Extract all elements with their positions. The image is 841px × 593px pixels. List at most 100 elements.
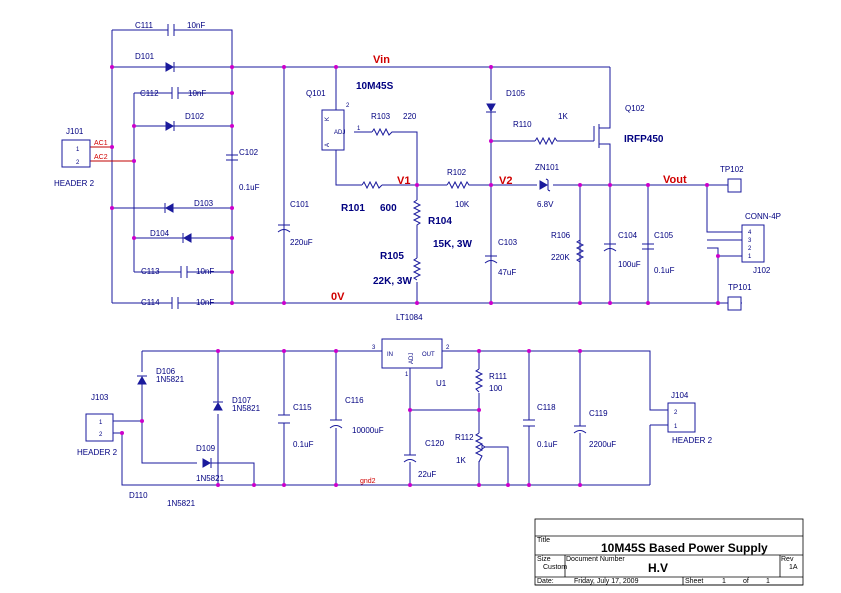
diode-d101 [165,62,175,72]
c114-ref: C114 [141,298,160,307]
c120-value: 22uF [418,470,436,479]
sheet-value: 1 [722,578,726,585]
q101-k: K [325,117,331,121]
capacitor-c118 [523,419,535,427]
connector-j101 [61,139,91,168]
c112-value: 10nF [188,89,206,98]
j104-pin2: 2 [674,410,678,416]
j101-pin1: 1 [76,147,80,153]
tp102-ref: TP102 [720,165,744,174]
regulator-q101 [321,109,345,151]
capacitor-c112 [171,87,179,99]
u1-pin1: 1 [405,372,409,378]
c115-value: 0.1uF [293,440,314,449]
j103-pin2: 2 [99,432,103,438]
d110-ref: D110 [129,491,148,500]
d109-value: 1N5821 [196,474,225,483]
zn101-value: 6.8V [537,200,554,209]
rev-label: Rev [781,556,794,563]
resistor-r103 [371,127,394,137]
net-gnd2: gnd2 [360,478,376,485]
resistor-r104 [412,199,422,240]
c113-ref: C113 [141,267,160,276]
r104-value: 15K, 3W [433,239,472,250]
c113-value: 10nF [196,267,214,276]
r101-value: 600 [380,203,397,214]
j102-name: CONN-4P [745,212,781,221]
testpoint-tp101 [727,296,742,311]
r106-ref: R106 [551,231,571,240]
net-0v: 0V [331,291,345,303]
sheet-label: Sheet [685,578,703,585]
connector-j102 [741,224,765,263]
r110-value: 1K [558,112,568,121]
regulator-u1 [381,338,443,369]
u1-pin3: 3 [372,345,376,351]
diode-d106 [137,375,147,385]
q101-pin2: 2 [346,103,350,109]
d110-value: 1N5821 [167,499,196,508]
c119-value: 2200uF [589,440,616,449]
of-value: 1 [766,578,770,585]
j101-name: HEADER 2 [54,179,95,188]
resistor-r102 [446,180,470,190]
c111-value: 10nF [187,21,205,30]
j102-pin3: 3 [748,238,752,244]
j102-ref: J102 [753,266,771,275]
date-label: Date: [537,578,554,585]
capacitor-c113 [180,266,188,278]
c112-ref: C112 [140,89,159,98]
r101-ref: R101 [341,203,365,214]
diode-d104 [182,233,192,243]
q101-adj: ADJ [334,130,345,136]
net-ac2: AC2 [94,154,108,161]
capacitor-c114 [171,297,179,309]
c116-value: 10000uF [352,426,384,435]
r111-ref: R111 [489,372,507,381]
capacitor-c119 [573,425,587,434]
c118-ref: C118 [537,403,556,412]
j104-ref: J104 [671,391,689,400]
c104-value: 100uF [618,260,641,269]
c118-value: 0.1uF [537,440,558,449]
u1-pin2: 2 [446,345,450,351]
j101-pin2: 2 [76,160,80,166]
net-vout: Vout [663,174,687,186]
capacitor-c101 [277,224,291,233]
zener-zn101 [539,178,551,192]
c105-value: 0.1uF [654,266,675,275]
docnum-value: H.V [648,561,668,575]
c103-ref: C103 [498,238,518,247]
resistor-r111 [474,368,484,393]
d101-ref: D101 [135,52,155,61]
rev-value: 1A [789,564,798,571]
net-ac1: AC1 [94,140,108,147]
diode-d103 [164,203,174,213]
r105-value: 22K, 3W [373,276,412,287]
capacitor-c120 [403,454,417,463]
d107-value: 1N5821 [232,404,261,413]
j103-pin1: 1 [99,420,103,426]
q101-part: 10M45S [356,81,394,92]
capacitor-c111 [167,24,175,36]
c120-ref: C120 [425,439,445,448]
diode-d107 [213,401,223,411]
r106-value: 220K [551,253,570,262]
capacitor-c103 [484,255,498,264]
tp101-ref: TP101 [728,283,752,292]
q102-ref: Q102 [625,104,645,113]
c102-value: 0.1uF [239,183,260,192]
q101-a: A [325,143,331,147]
resistor-r105 [412,257,422,281]
r105-ref: R105 [380,251,404,262]
capacitor-c115 [278,414,290,424]
d106-value: 1N5821 [156,375,185,384]
j101-ref: J101 [66,127,84,136]
date-value: Friday, July 17, 2009 [574,578,639,585]
bottom-junctions [120,349,582,487]
q102-part: IRFP450 [624,134,664,145]
r103-value: 220 [403,112,417,121]
bottom-wiring [113,350,668,486]
j103-ref: J103 [91,393,109,402]
